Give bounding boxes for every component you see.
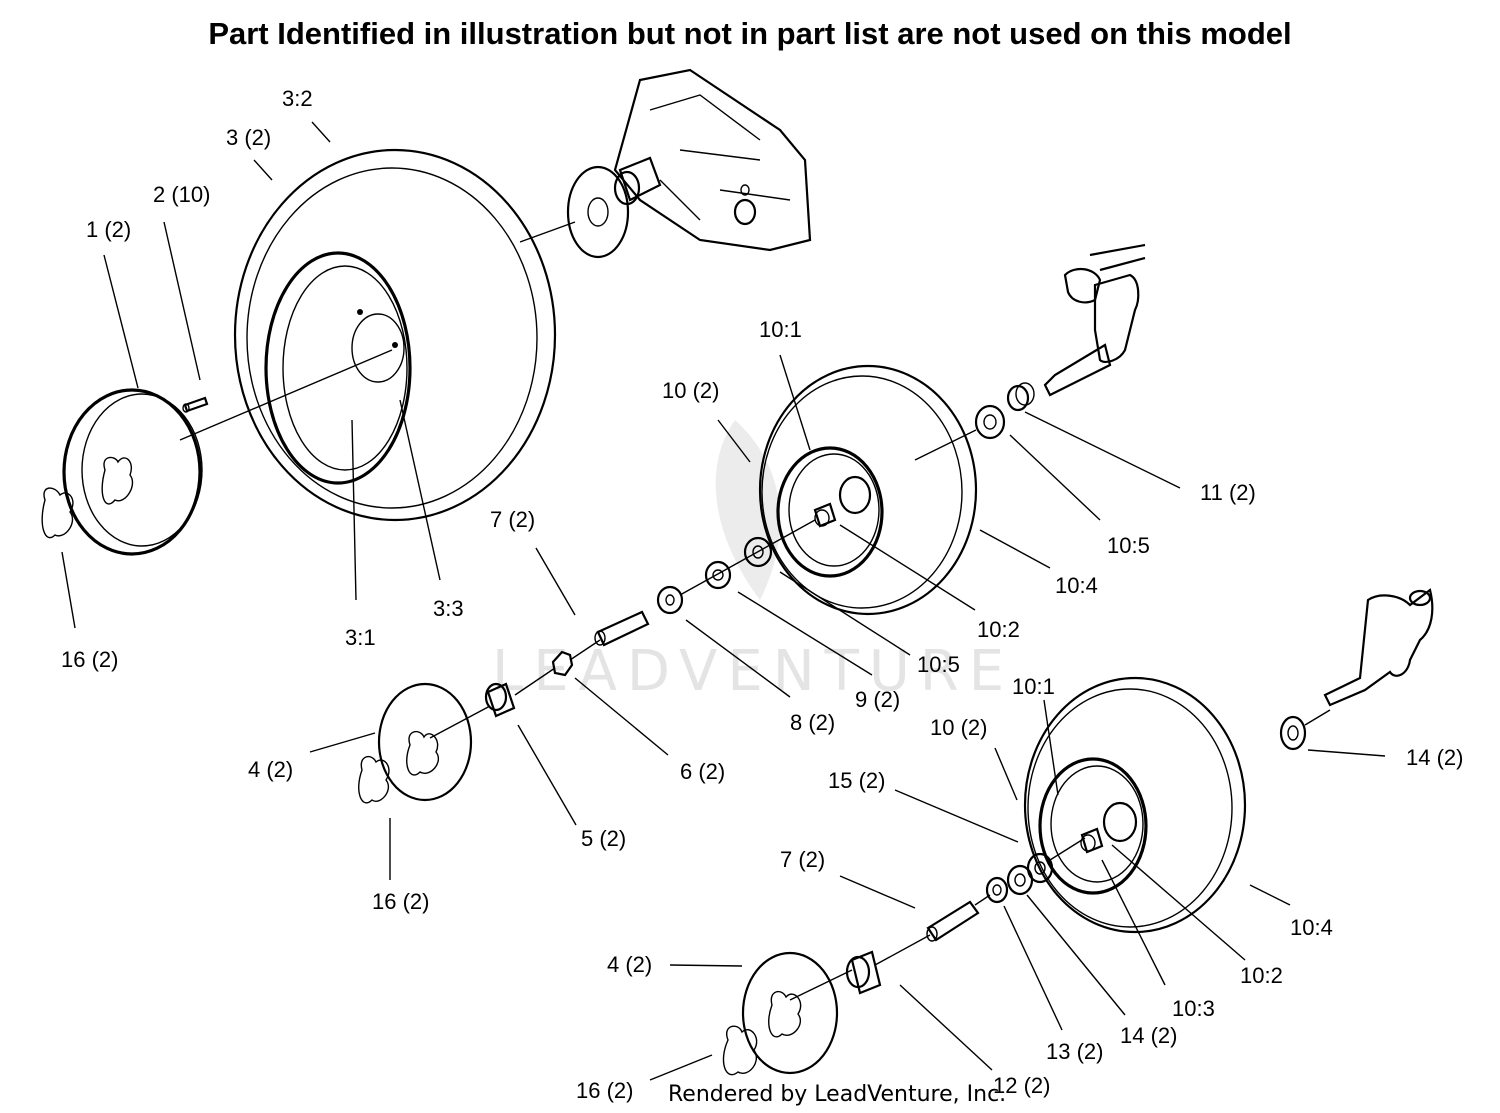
- label-4-a: 4 (2): [248, 757, 293, 782]
- label-7-b: 7 (2): [780, 847, 825, 872]
- label-10-a: 10 (2): [662, 378, 719, 403]
- washer-10-5: [743, 536, 773, 568]
- label-8: 8 (2): [790, 710, 835, 735]
- clip-16b: [358, 755, 390, 804]
- leader-lines: [61, 121, 1386, 1081]
- label-12: 12 (2): [993, 1073, 1050, 1098]
- label-3-1: 3:1: [345, 625, 376, 650]
- label-14-a: 14 (2): [1406, 745, 1463, 770]
- bushing-5: [484, 682, 516, 718]
- label-10-2-b: 10:2: [1240, 963, 1283, 988]
- rear-axle-line: [519, 221, 576, 243]
- label-10-5-b: 10:5: [917, 652, 960, 677]
- clip-16a: [41, 487, 74, 539]
- label-2: 2 (10): [153, 182, 210, 207]
- label-4-b: 4 (2): [607, 952, 652, 977]
- front-upper-shaft-line: [679, 519, 816, 596]
- label-10-1-b: 10:1: [1012, 674, 1055, 699]
- label-7-a: 7 (2): [490, 507, 535, 532]
- transaxle-drawing: [566, 68, 812, 259]
- label-13: 13 (2): [1046, 1039, 1103, 1064]
- label-15: 15 (2): [828, 768, 885, 793]
- rear-hubcap-1: [62, 388, 203, 556]
- label-16-c: 16 (2): [576, 1078, 633, 1103]
- rear-wheel-3: [233, 148, 557, 522]
- washer-9: [704, 560, 732, 590]
- label-10-2-a: 10:2: [977, 617, 1020, 642]
- label-10-5-a: 10:5: [1107, 533, 1150, 558]
- front-upper-axle-line: [914, 429, 977, 461]
- label-5: 5 (2): [581, 826, 626, 851]
- label-9: 9 (2): [855, 687, 900, 712]
- label-10-b: 10 (2): [930, 715, 987, 740]
- lug-bolt-2: [182, 396, 209, 413]
- front-wheel-upper-10: [758, 364, 978, 616]
- watermark-logo-icon: [715, 420, 781, 600]
- page-title: Part Identified in illustration but not …: [208, 16, 1292, 51]
- label-10-4-b: 10:4: [1290, 915, 1333, 940]
- pin-6: [551, 650, 574, 677]
- spacer-7a: [594, 610, 650, 647]
- label-3-3: 3:3: [433, 596, 464, 621]
- clip-16c: [722, 1025, 758, 1076]
- washer-8: [656, 585, 684, 615]
- label-3-2: 3:2: [282, 86, 313, 111]
- bushing-12: [845, 950, 882, 995]
- washer-13: [985, 876, 1009, 904]
- hubcap-4b: [741, 951, 839, 1075]
- label-10-1-a: 10:1: [759, 317, 802, 342]
- label-10-3: 10:3: [1172, 996, 1215, 1021]
- spacer-7b: [926, 900, 980, 942]
- label-6: 6 (2): [680, 759, 725, 784]
- watermark: LEADVENTURE: [492, 420, 1014, 704]
- label-10-4-a: 10:4: [1055, 573, 1098, 598]
- front-wheel-lower-10: [1023, 676, 1247, 934]
- hubcap-4a: [377, 682, 473, 802]
- front-spindle-right: [974, 243, 1146, 440]
- label-3: 3 (2): [226, 125, 271, 150]
- rear-hub-axis-line: [179, 349, 393, 441]
- washer-15: [1026, 852, 1054, 884]
- footer-rendered-by: Rendered by LeadVenture, Inc.: [668, 1082, 1006, 1107]
- washer-14b: [1006, 864, 1034, 896]
- label-11: 11 (2): [1200, 480, 1256, 505]
- part-labels: 3:2 3 (2) 2 (10) 1 (2) 16 (2) 3:1 3:3 10…: [61, 86, 1463, 1103]
- label-16-b: 16 (2): [372, 889, 429, 914]
- label-1: 1 (2): [86, 217, 131, 242]
- front-spindle-left: [1279, 588, 1434, 751]
- watermark-text: LEADVENTURE: [492, 639, 1014, 704]
- label-14-b: 14 (2): [1120, 1023, 1177, 1048]
- label-16-a: 16 (2): [61, 647, 118, 672]
